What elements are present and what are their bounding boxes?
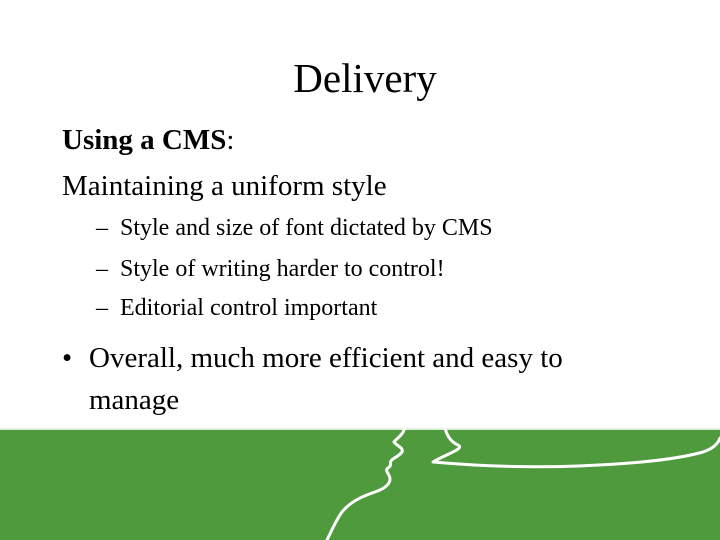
sub-item-text: Style of writing harder to control!: [120, 256, 445, 282]
sub-item-text: Editorial control important: [120, 295, 378, 321]
footer-band: [0, 426, 720, 540]
sub-item: –Editorial control important: [96, 292, 377, 324]
sub-item-dash: –: [96, 215, 108, 241]
band-background: [0, 428, 720, 540]
face-profile-line: [325, 426, 407, 540]
bullet-mark: •: [62, 342, 73, 374]
sub-item: –Style and size of font dictated by CMS: [96, 212, 493, 244]
uniform-style-heading: Maintaining a uniform style: [62, 170, 387, 202]
sub-item-text: Style and size of font dictated by CMS: [120, 215, 493, 241]
slide-title: Delivery: [293, 55, 437, 101]
speech-bubble-line: [431, 426, 720, 469]
cms-heading: Using a CMS:: [62, 120, 234, 160]
face-profile-speech-bubble-icon: [0, 426, 720, 540]
bullet-item: • Overall, much more efficient and easy …: [62, 337, 649, 421]
sub-item-dash: –: [96, 295, 108, 321]
cms-heading-suffix: :: [226, 124, 235, 156]
cms-heading-bold: Using a CMS: [62, 124, 227, 156]
sub-item: –Style of writing harder to control!: [96, 253, 445, 285]
sub-item-dash: –: [96, 256, 108, 282]
bullet-text: Overall, much more efficient and easy to…: [89, 342, 563, 416]
